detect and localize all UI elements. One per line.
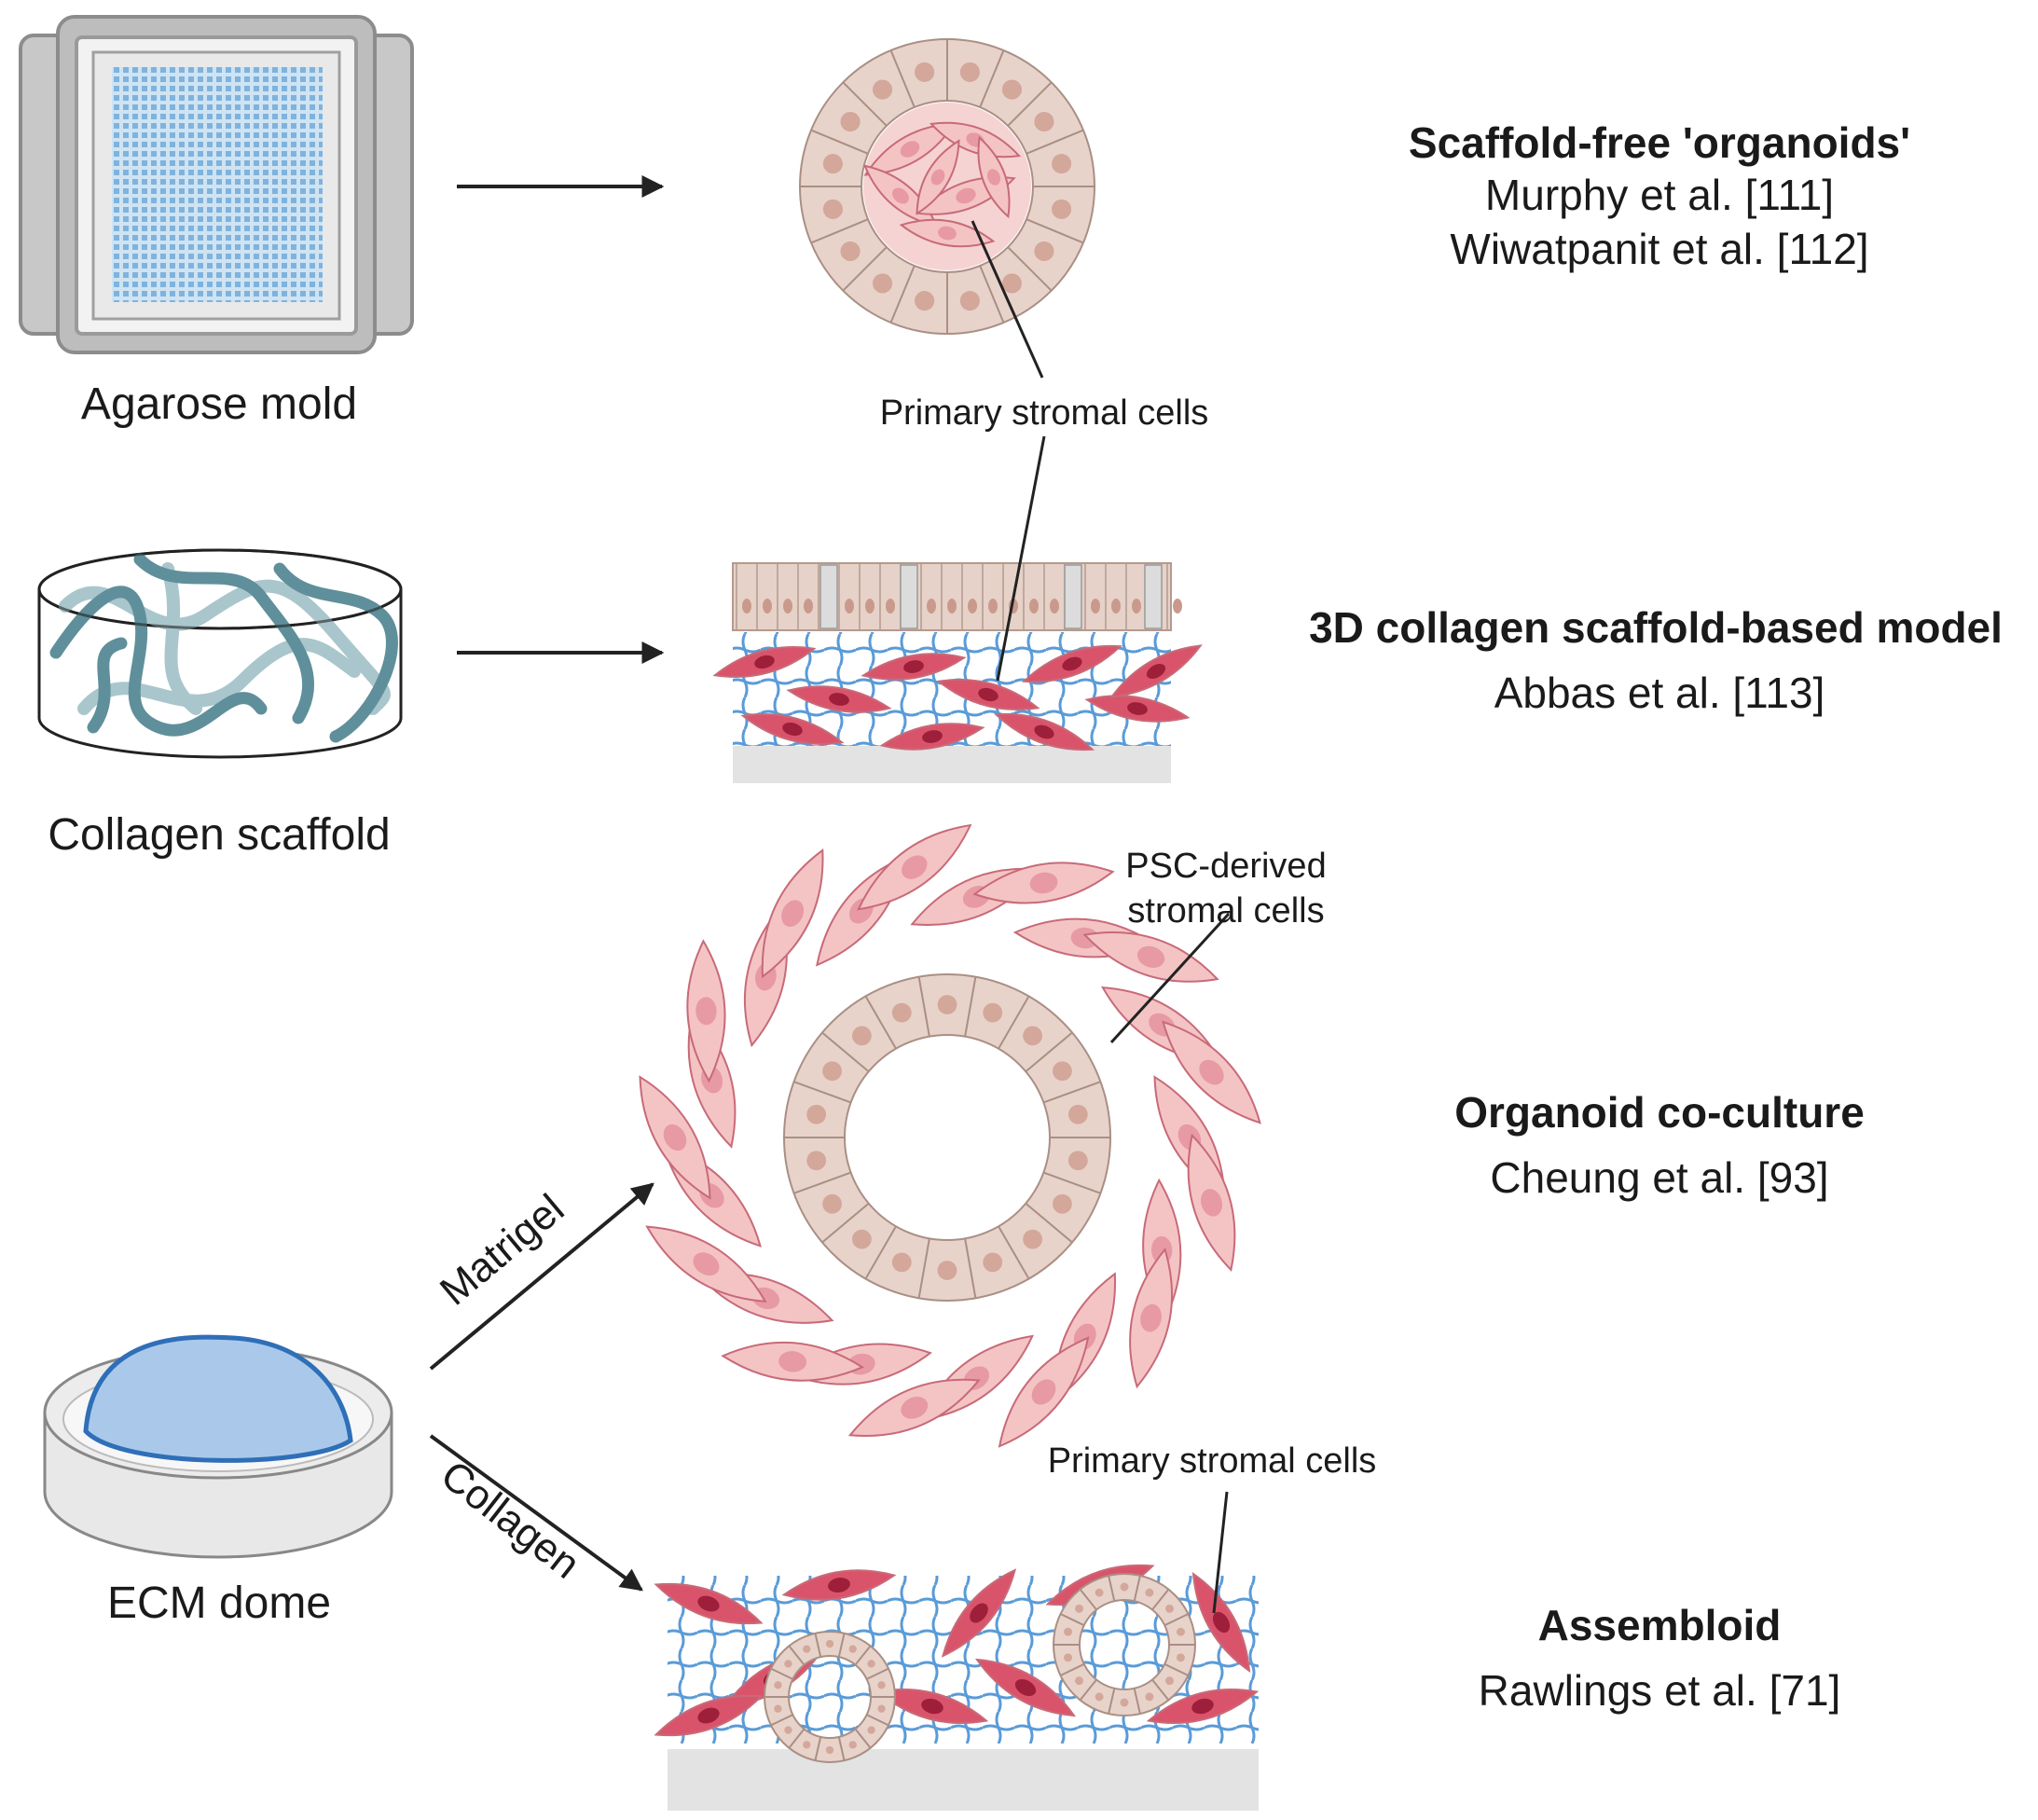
stromal-cell	[899, 218, 996, 248]
stromal-cell	[879, 723, 985, 751]
callout-lines	[971, 220, 1231, 1614]
stromal-cell	[993, 712, 1095, 751]
stromal-cell	[781, 1569, 897, 1601]
stromal-cell	[645, 1225, 767, 1303]
stromal-cell	[686, 939, 726, 1083]
epithelial-ring	[764, 1631, 896, 1763]
collagen-scaffold-model-illustration	[712, 562, 1203, 783]
stromal-cell	[861, 653, 967, 681]
stromal-cell	[977, 135, 1011, 219]
stromal-cell	[712, 646, 817, 678]
callout-psc-derived-line2: stromal cells	[1127, 891, 1325, 931]
title-assembloid: Assembloid	[1537, 1601, 1782, 1649]
arrow-label-matrigel: Matrigel	[432, 1186, 572, 1315]
ref-wiwatpanit: Wiwatpanit et al. [112]	[1450, 225, 1869, 273]
assembloid-illustration	[654, 1564, 1260, 1811]
stromal-cell	[654, 1694, 764, 1737]
callout-primary-stromal-cells-2: Primary stromal cells	[1047, 1441, 1377, 1481]
ref-cheung: Cheung et al. [93]	[1490, 1153, 1829, 1202]
epithelial-ring	[783, 973, 1111, 1302]
title-scaffold-free-organoids: Scaffold-free 'organoids'	[1408, 118, 1911, 167]
stromal-cell	[1146, 1689, 1260, 1724]
ref-abbas: Abbas et al. [113]	[1494, 669, 1825, 717]
stromal-cell	[974, 1658, 1077, 1717]
source-label-ecm-dome: ECM dome	[106, 1579, 332, 1628]
stromal-cell	[875, 1689, 989, 1724]
stromal-cell	[1191, 1571, 1251, 1674]
stromal-cell	[972, 862, 1115, 904]
callout-primary-stromal-cells-1: Primary stromal cells	[879, 393, 1209, 433]
ref-rawlings: Rawlings et al. [71]	[1478, 1666, 1841, 1715]
scaffold-free-organoid-illustration	[799, 38, 1095, 335]
stromal-cell	[1109, 644, 1203, 698]
epithelial-ring	[1053, 1573, 1196, 1717]
title-3d-collagen-scaffold-model: 3D collagen scaffold-based model	[1309, 603, 2003, 652]
stromal-cell	[1021, 644, 1123, 683]
stromal-cell	[1129, 1248, 1174, 1389]
stromal-cell	[1162, 1020, 1261, 1124]
ecm-dome-icon	[43, 1334, 393, 1559]
stromal-cell	[1084, 695, 1191, 723]
stromal-cell	[654, 1582, 764, 1625]
stromal-cell	[998, 1336, 1090, 1448]
stromal-cell	[941, 1568, 1017, 1658]
stromal-cell	[857, 823, 972, 911]
stromal-cell	[847, 1378, 981, 1437]
organoid-coculture-illustration	[639, 823, 1261, 1448]
stromal-cell	[761, 848, 824, 979]
epithelial-ring	[799, 38, 1095, 335]
collagen-scaffold-icon	[37, 548, 403, 759]
stromal-cell	[721, 1342, 865, 1382]
arrows	[429, 175, 665, 1592]
arrow-collagen	[429, 1434, 643, 1592]
stromal-cell	[916, 139, 960, 215]
stromal-cell	[786, 685, 892, 713]
callout-psc-derived-line1: PSC-derived	[1125, 847, 1327, 886]
source-label-collagen-scaffold: Collagen scaffold	[48, 810, 391, 860]
stromal-cell	[1187, 1133, 1236, 1272]
stromal-cell	[936, 679, 1040, 710]
stromal-cell	[1082, 931, 1219, 983]
arrow-label-collagen: Collagen	[433, 1452, 588, 1588]
ref-murphy: Murphy et al. [111]	[1484, 171, 1835, 219]
title-organoid-co-culture: Organoid co-culture	[1454, 1088, 1865, 1137]
source-label-agarose-mold: Agarose mold	[80, 379, 358, 429]
stromal-cell	[740, 713, 845, 745]
agarose-mold-icon	[19, 15, 414, 354]
arrow-matrigel	[429, 1182, 654, 1371]
